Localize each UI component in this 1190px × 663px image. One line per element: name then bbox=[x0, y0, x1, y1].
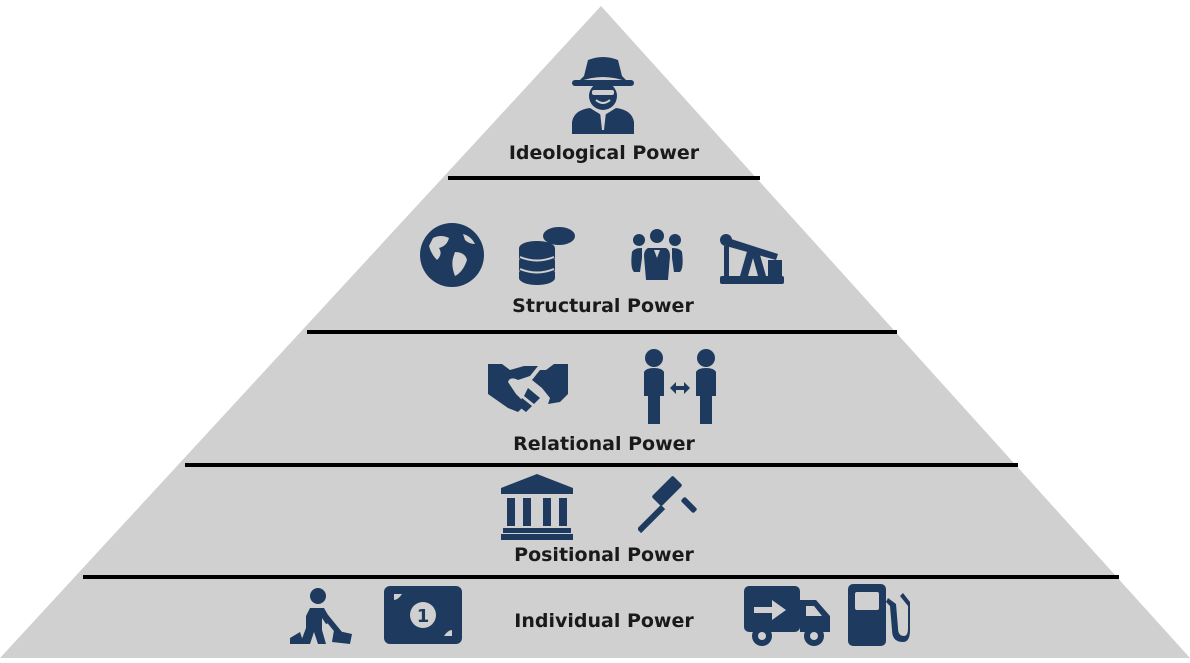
worker-digging-icon bbox=[290, 588, 352, 644]
tier-label-individual: Individual Power bbox=[514, 610, 694, 632]
spy-icon bbox=[568, 54, 638, 134]
people-exchange-icon bbox=[640, 348, 720, 424]
tier-label-structural: Structural Power bbox=[512, 295, 694, 317]
coins-icon bbox=[517, 224, 577, 286]
tier-label-ideological: Ideological Power bbox=[508, 142, 700, 164]
tier-label-relational: Relational Power bbox=[513, 433, 695, 455]
oil-pump-icon bbox=[718, 234, 786, 284]
tier-label-positional: Positional Power bbox=[514, 544, 694, 566]
fuel-pump-icon bbox=[848, 584, 910, 646]
people-group-icon bbox=[630, 228, 684, 280]
gavel-icon bbox=[638, 474, 702, 534]
money-bill-icon: 1 bbox=[384, 586, 462, 644]
delivery-truck-icon bbox=[744, 586, 830, 648]
svg-text:1: 1 bbox=[417, 606, 430, 627]
globe-icon bbox=[419, 222, 485, 288]
bank-building-icon bbox=[501, 474, 573, 540]
handshake-icon bbox=[488, 360, 568, 416]
